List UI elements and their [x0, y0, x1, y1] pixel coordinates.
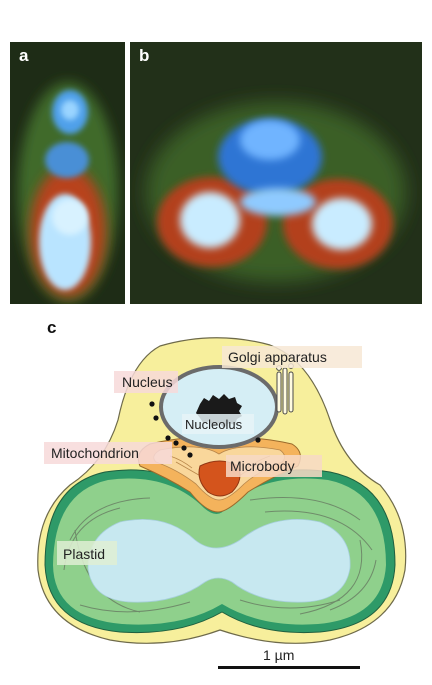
- ribosome-dots: [149, 401, 261, 458]
- mitochondrion-label-bg: [44, 442, 172, 464]
- panel-c-letter: c: [47, 318, 57, 337]
- nucleus-label: Nucleus: [122, 374, 173, 390]
- nucleolus-label-bg: [182, 414, 254, 434]
- micrograph-panel-a: a: [10, 42, 125, 304]
- panel-b-letter: b: [139, 46, 150, 65]
- microbody-label: Microbody: [230, 458, 295, 474]
- plastid-label-bg: [57, 541, 117, 565]
- mitochondrion: [137, 437, 301, 513]
- cytoplasm-region: [37, 337, 407, 644]
- golgi-apparatus-shape: [276, 363, 294, 415]
- nucleus-label-bg: [114, 371, 178, 393]
- plastid-inner: [53, 478, 386, 625]
- microbody-label-bg: [226, 455, 322, 477]
- nucleolus: [196, 394, 242, 428]
- thylakoid-lines: [63, 497, 377, 615]
- panel-a-letter: a: [19, 46, 29, 65]
- starch-granule: [87, 519, 351, 603]
- nucleolus-label: Nucleolus: [185, 417, 243, 432]
- micrograph-a-image: [10, 42, 125, 304]
- cristae: [169, 455, 271, 479]
- golgi-label: Golgi apparatus: [228, 349, 327, 365]
- plastid-label: Plastid: [63, 546, 105, 562]
- nucleus-envelope: [159, 365, 279, 449]
- microbody: [198, 460, 241, 497]
- micrograph-panel-b: b: [130, 42, 422, 304]
- mitochondrion-inner: [153, 446, 285, 501]
- scale-bar: [218, 666, 360, 669]
- golgi-label-bg: [222, 346, 362, 368]
- micrograph-b-image: [130, 42, 422, 304]
- scale-bar-label: 1 µm: [263, 647, 294, 663]
- plastid-outer: [44, 469, 396, 634]
- mitochondrion-label: Mitochondrion: [51, 445, 139, 461]
